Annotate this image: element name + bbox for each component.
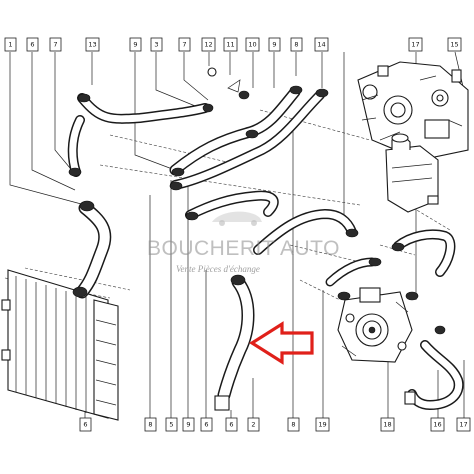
- watermark-logo-car: [212, 211, 262, 226]
- callout-top-9: 9: [129, 37, 142, 52]
- callout-top-3: 3: [150, 37, 163, 52]
- svg-text:10: 10: [248, 41, 256, 49]
- svg-text:5: 5: [169, 421, 173, 429]
- callout-top-9b: 9: [268, 37, 281, 52]
- svg-text:14: 14: [317, 41, 325, 49]
- svg-text:1: 1: [8, 41, 12, 49]
- svg-text:15: 15: [450, 41, 458, 49]
- watermark: BOUCHERIT AUTO Vente Pièces d'échange: [147, 211, 340, 274]
- callout-bottom-19: 19: [315, 417, 330, 432]
- svg-text:8: 8: [294, 41, 298, 49]
- svg-text:12: 12: [204, 41, 212, 49]
- svg-text:3: 3: [154, 41, 158, 49]
- callout-bottom-6b: 6: [200, 417, 213, 432]
- engine-block: [357, 61, 469, 161]
- svg-text:7: 7: [182, 41, 186, 49]
- callout-top-15: 15: [447, 37, 462, 52]
- callout-top-10: 10: [245, 37, 260, 52]
- svg-text:2: 2: [251, 421, 255, 429]
- bottom-callouts: 6 8 5 9 6 6 2 8 19 18 16 17: [79, 417, 471, 432]
- callout-bottom-2: 2: [247, 417, 260, 432]
- svg-text:6: 6: [229, 421, 233, 429]
- callout-bottom-6c: 6: [225, 417, 238, 432]
- svg-text:17: 17: [411, 41, 419, 49]
- callout-top-8: 8: [290, 37, 303, 52]
- svg-text:6: 6: [83, 421, 87, 429]
- callout-top-7b: 7: [178, 37, 191, 52]
- watermark-tagline: Vente Pièces d'échange: [176, 264, 260, 274]
- svg-text:9: 9: [133, 41, 137, 49]
- callout-bottom-6: 6: [79, 417, 92, 432]
- svg-text:17: 17: [459, 421, 467, 429]
- svg-text:11: 11: [226, 41, 234, 49]
- svg-text:9: 9: [272, 41, 276, 49]
- top-leader-lines: [9, 51, 466, 215]
- callout-top-14: 14: [314, 37, 329, 52]
- svg-text:18: 18: [383, 421, 391, 429]
- callout-bottom-9: 9: [182, 417, 195, 432]
- water-pump-housing: [337, 287, 413, 363]
- callout-bottom-16: 16: [430, 417, 445, 432]
- watermark-brand: BOUCHERIT AUTO: [147, 237, 340, 260]
- callout-top-12: 12: [201, 37, 216, 52]
- callout-top-13: 13: [85, 37, 100, 52]
- svg-text:9: 9: [186, 421, 190, 429]
- radiator: [1, 269, 119, 421]
- svg-text:6: 6: [204, 421, 208, 429]
- callout-bottom-8: 8: [144, 417, 157, 432]
- callout-top-11: 11: [223, 37, 238, 52]
- callout-top-17: 17: [408, 37, 423, 52]
- hoses: [67, 86, 464, 410]
- svg-text:13: 13: [88, 41, 96, 49]
- callout-top-7: 7: [49, 37, 62, 52]
- callout-top-1: 1: [4, 37, 17, 52]
- callout-bottom-18: 18: [380, 417, 395, 432]
- top-callouts: 1 6 7 13 9 3 7 12 11 10 9 8 14 17 15: [4, 37, 462, 52]
- red-indicator-arrow: [249, 321, 314, 365]
- svg-text:19: 19: [318, 421, 326, 429]
- svg-text:6: 6: [30, 41, 34, 49]
- callout-bottom-5: 5: [165, 417, 178, 432]
- expansion-tank: [385, 133, 439, 213]
- callout-bottom-17: 17: [456, 417, 471, 432]
- callout-bottom-8b: 8: [287, 417, 300, 432]
- callout-top-6: 6: [26, 37, 39, 52]
- clamps: [68, 67, 446, 411]
- bottom-leader-lines: [84, 90, 465, 418]
- svg-text:8: 8: [291, 421, 295, 429]
- svg-text:7: 7: [53, 41, 57, 49]
- svg-text:8: 8: [148, 421, 152, 429]
- svg-text:16: 16: [433, 421, 441, 429]
